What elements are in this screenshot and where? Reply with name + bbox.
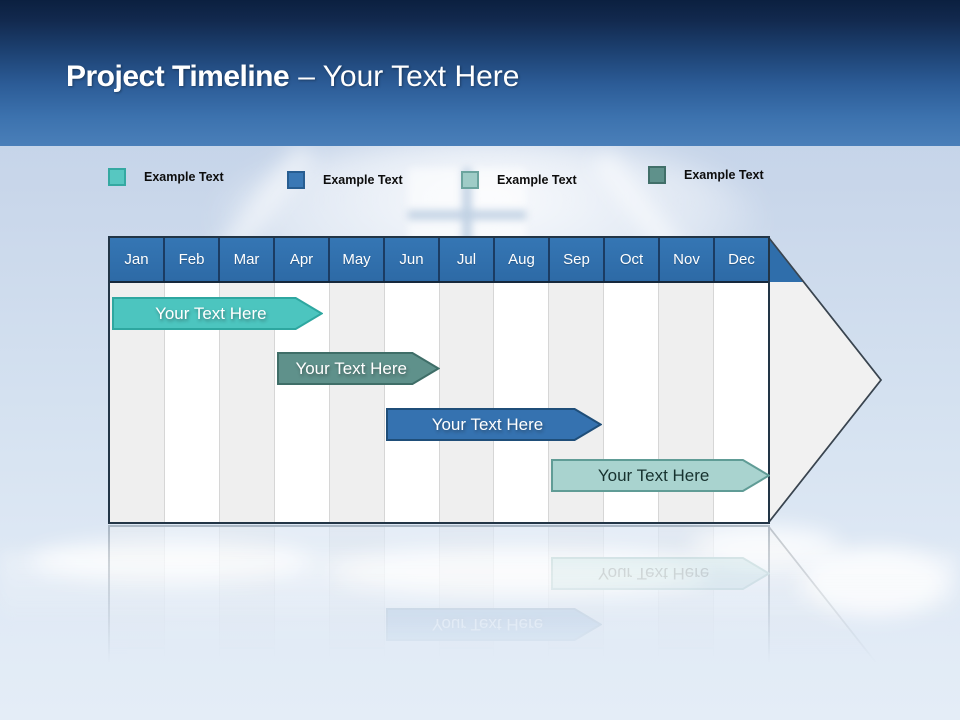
- month-header-mar: Mar: [220, 238, 275, 281]
- month-header-jun: Jun: [385, 238, 440, 281]
- bar-label: Your Text Here: [431, 414, 544, 434]
- month-header-jan: Jan: [110, 238, 165, 281]
- legend-label: Example Text: [497, 173, 577, 187]
- month-header-aug: Aug: [495, 238, 550, 281]
- legend-item-3: Example Text: [461, 171, 577, 189]
- bar-arrow-shape: [386, 408, 603, 441]
- month-header-dec: Dec: [715, 238, 768, 281]
- bar-label: Your Text Here: [597, 465, 710, 485]
- month-header-nov: Nov: [660, 238, 715, 281]
- month-header-may: May: [330, 238, 385, 281]
- timeline-bar-2: Your Text Here: [276, 352, 440, 385]
- bar-arrow-shape: [550, 459, 770, 492]
- big-arrow-shape: [768, 236, 883, 524]
- slide-title-main: Project Timeline: [66, 60, 290, 93]
- legend-item-2: Example Text: [287, 171, 403, 189]
- title-band: Project Timeline– Your Text Here: [0, 0, 960, 146]
- timeline-bar-4: Your Text Here: [550, 459, 770, 492]
- bar-label: Your Text Here: [155, 303, 267, 323]
- month-header-jul: Jul: [440, 238, 495, 281]
- legend-item-4: Example Text: [648, 166, 764, 184]
- month-column-aug: [494, 283, 550, 522]
- legend-swatch: [648, 166, 666, 184]
- cloud-band: [0, 552, 960, 627]
- month-column-jun: [384, 283, 440, 522]
- bar-arrow-shape: [112, 297, 323, 330]
- bar-arrow-shape: [276, 352, 440, 385]
- month-header-sep: Sep: [550, 238, 605, 281]
- legend-label: Example Text: [323, 173, 403, 187]
- legend-label: Example Text: [144, 170, 224, 184]
- month-column-jul: [439, 283, 495, 522]
- cloud: [800, 548, 950, 616]
- month-column-may: [329, 283, 385, 522]
- legend-label: Example Text: [684, 168, 764, 182]
- timeline-bar-3: Your Text Here: [386, 408, 603, 441]
- slide-title-suffix: – Your Text Here: [298, 60, 520, 93]
- bar-label: Your Text Here: [295, 358, 407, 378]
- month-header-apr: Apr: [275, 238, 330, 281]
- month-header-feb: Feb: [165, 238, 220, 281]
- cloud: [30, 540, 310, 582]
- legend-swatch: [461, 171, 479, 189]
- legend-swatch: [287, 171, 305, 189]
- slide-title: Project Timeline– Your Text Here: [66, 60, 519, 94]
- legend-swatch: [108, 168, 126, 186]
- legend-item-1: Example Text: [108, 168, 224, 186]
- timeline-bar-1: Your Text Here: [112, 297, 323, 330]
- month-header-oct: Oct: [605, 238, 660, 281]
- cloud: [330, 548, 710, 596]
